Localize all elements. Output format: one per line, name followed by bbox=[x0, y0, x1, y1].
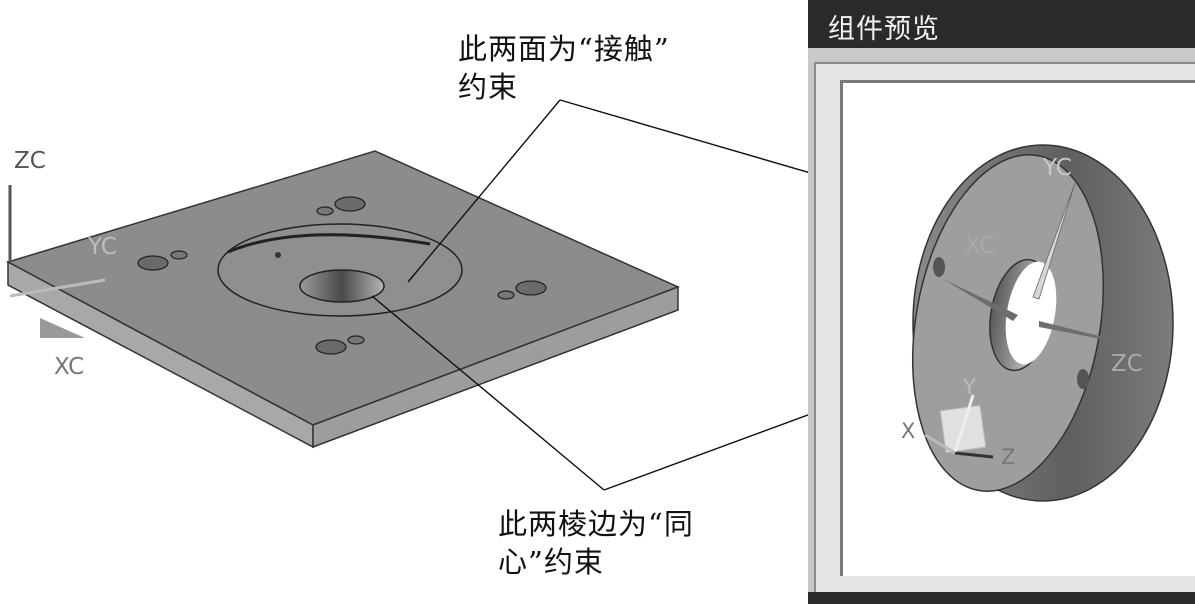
washer-axis-xc bbox=[943, 279, 1018, 321]
mounting-hole-3[interactable] bbox=[497, 280, 547, 300]
washer-hole-right bbox=[1077, 369, 1089, 389]
main-axis-yc-label: YC bbox=[88, 234, 117, 260]
washer-axis-yc bbox=[1032, 182, 1076, 300]
callout-concentric-line2: 心”约束 bbox=[498, 545, 604, 579]
leader-contact-to-plate bbox=[407, 99, 561, 283]
preview-bottom-border bbox=[808, 592, 1195, 604]
preview-axis-y-label: Y bbox=[963, 375, 976, 399]
mounting-hole-2[interactable] bbox=[137, 250, 188, 271]
preview-axis-zc-label: ZC bbox=[1111, 351, 1143, 377]
main-axis-xc-label: XC bbox=[54, 354, 85, 380]
component-preview-window: 组件预览 bbox=[808, 0, 1195, 604]
callout-concentric-constraint: 此两棱边为“同 心”约束 bbox=[498, 505, 694, 581]
base-plate-model[interactable] bbox=[6, 150, 680, 449]
preview-viewport[interactable]: YC XC ZC Y X Z bbox=[840, 80, 1195, 576]
washer-preview-scene[interactable] bbox=[843, 83, 1195, 576]
preview-titlebar[interactable]: 组件预览 bbox=[808, 0, 1195, 48]
preview-frame: YC XC ZC Y X Z bbox=[814, 62, 1195, 592]
callout-contact-line2: 约束 bbox=[458, 70, 519, 104]
leader-concentric-to-plate bbox=[371, 295, 605, 491]
washer-bore-opening bbox=[1005, 261, 1057, 365]
main-axis-triad bbox=[8, 185, 106, 338]
washer-model[interactable] bbox=[888, 140, 1174, 507]
callout-concentric-line1: 此两棱边为“同 bbox=[498, 507, 694, 541]
counterbore-wall bbox=[227, 233, 431, 254]
preview-axis-z-label: Z bbox=[1001, 445, 1016, 469]
main-axis-zc-label: ZC bbox=[14, 148, 46, 174]
plate-right-face bbox=[312, 285, 679, 449]
mounting-hole-4[interactable] bbox=[315, 335, 365, 355]
preview-title: 组件预览 bbox=[828, 14, 940, 45]
preview-axis-xc-label: XC bbox=[965, 233, 996, 259]
mounting-hole-1[interactable] bbox=[316, 196, 366, 216]
callout-contact-line1: 此两面为“接触” bbox=[458, 32, 670, 66]
preview-axis-yc-label: YC bbox=[1043, 155, 1072, 181]
washer-axis-zc bbox=[1039, 321, 1143, 347]
preview-wcs-triad bbox=[924, 394, 994, 459]
callout-contact-constraint: 此两面为“接触” 约束 bbox=[458, 30, 670, 106]
small-pin-hole bbox=[275, 252, 281, 258]
washer-hole-left bbox=[933, 257, 945, 277]
preview-axis-x-label: X bbox=[901, 419, 916, 443]
center-hole-edge[interactable] bbox=[299, 269, 385, 303]
